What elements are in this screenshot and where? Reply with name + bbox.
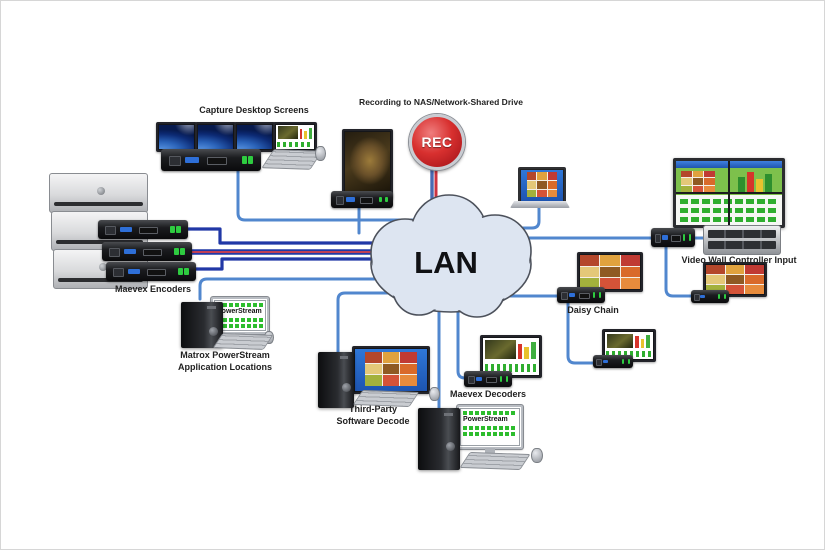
- portrait-display: [342, 129, 393, 199]
- powerstream-bottom-monitor: PowerStream: [457, 405, 523, 457]
- capture-monitor-1: [156, 122, 197, 152]
- food-screen: [580, 255, 640, 289]
- powerstream-app-label-1: Matrox PowerStream: [180, 350, 270, 360]
- wire-laptop-to-lan: [499, 203, 541, 230]
- wire-capture-to-lan: [236, 169, 423, 222]
- lan-label: LAN: [414, 245, 478, 280]
- video-wall-label: Video Wall Controller Input: [681, 255, 797, 265]
- powerstream-app-label-2: Application Locations: [177, 362, 273, 372]
- third-party-mouse: [429, 387, 440, 401]
- wire-wall-daisy-down: [664, 245, 697, 298]
- blue-desktop-screen: [355, 349, 427, 391]
- third-party-label-2: Software Decode: [336, 416, 410, 426]
- laptop-screen: [518, 167, 566, 204]
- food-screen: [706, 265, 764, 294]
- swoosh-screen: [198, 125, 233, 149]
- decoders-label: Maevex Decoders: [449, 389, 527, 399]
- capture-monitor-3: [234, 122, 275, 152]
- maevex-encoder-2: [102, 242, 192, 261]
- daisy-display-1: [577, 252, 643, 292]
- wire-lan-to-thirdparty: [336, 291, 433, 358]
- third-party-label-1: Third-Party: [348, 404, 398, 414]
- video-wall-bar-chart: [738, 171, 772, 192]
- right-chain-decoder-device: [691, 290, 729, 303]
- food-image: [526, 172, 558, 198]
- daisy-decoder-2: [593, 355, 633, 368]
- laptop: [510, 167, 570, 209]
- chart-screen: [276, 125, 314, 149]
- third-party-tower: [318, 352, 354, 408]
- server-unit-1: [49, 173, 148, 213]
- laptop-base: [510, 201, 570, 208]
- rec-badge: REC: [409, 114, 465, 170]
- swoosh-screen: [237, 125, 272, 149]
- chart-screen: [483, 338, 539, 375]
- daisy-decoder-1: [557, 287, 605, 303]
- wire-daisy1-to-daisy2: [566, 301, 599, 365]
- third-party-monitor: [352, 346, 430, 394]
- maevex-encoder-3: [106, 262, 196, 281]
- laptop-desktop: [521, 170, 563, 201]
- wire-lan-to-powerstream-app: [198, 277, 413, 301]
- capture-mouse: [315, 146, 326, 161]
- capture-encoder-device: [161, 149, 261, 171]
- powerstream-ui: PowerStream: [460, 408, 520, 446]
- video-wall-controller-rack: [703, 225, 781, 255]
- video-wall-food-inset: [681, 171, 715, 192]
- maevex-decoder-device: [464, 371, 512, 387]
- lan-cloud: LAN: [370, 194, 532, 318]
- recording-label: Recording to NAS/Network-Shared Drive: [359, 97, 523, 107]
- daisy-chain-label: Daisy Chain: [567, 305, 619, 315]
- powerstream-bottom-mouse: [531, 448, 543, 463]
- rec-badge-text: REC: [421, 134, 453, 150]
- powerstream-app-tower: [181, 302, 223, 348]
- decoders-display: [480, 335, 542, 378]
- portrait-encoder-device: [331, 191, 393, 208]
- capture-monitor-4: [273, 122, 317, 152]
- chart-screen: [605, 332, 653, 359]
- video-wall-decoder-device: [651, 228, 695, 247]
- encoders-label: Maevex Encoders: [114, 284, 192, 294]
- swoosh-screen: [159, 125, 194, 149]
- photo-screen: [345, 132, 390, 196]
- powerstream-ui-title: PowerStream: [217, 308, 262, 315]
- maevex-encoder-1: [98, 220, 188, 239]
- wire-encoder1-to-lan: [185, 227, 423, 245]
- food-image: [365, 352, 417, 386]
- powerstream-bottom-keyboard: [459, 451, 531, 471]
- video-wall: [673, 158, 785, 228]
- powerstream-bottom-tower: [418, 408, 460, 470]
- powerstream-app-keyboard: [212, 333, 274, 350]
- video-wall-screen: [676, 161, 782, 225]
- capture-label: Capture Desktop Screens: [199, 105, 309, 115]
- capture-monitor-2: [195, 122, 236, 152]
- wire-encoder3-to-lan: [189, 257, 423, 271]
- powerstream-ui-title: PowerStream: [463, 416, 508, 423]
- third-party-keyboard: [352, 389, 420, 408]
